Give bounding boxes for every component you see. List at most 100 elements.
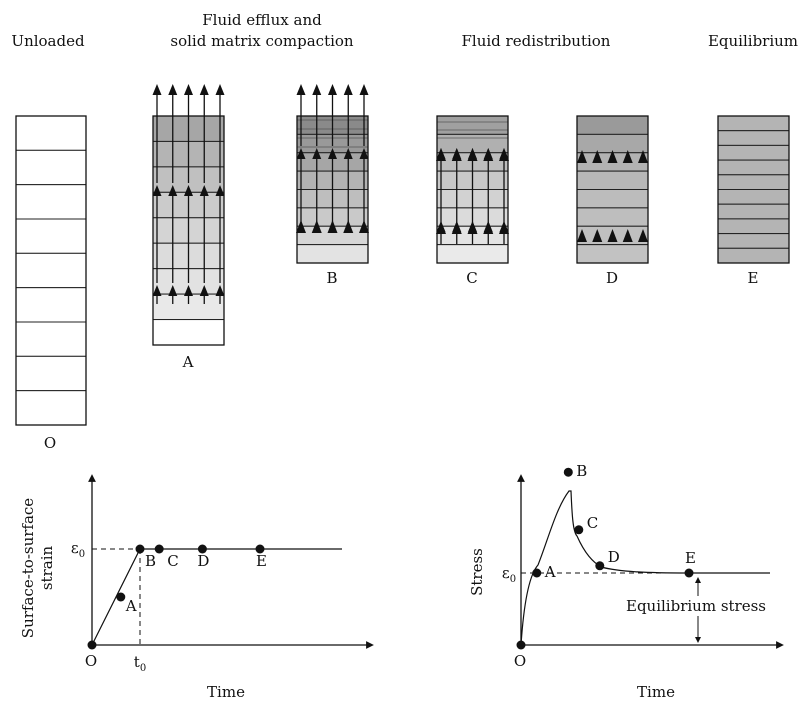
- flow-arrow-head: [199, 185, 209, 196]
- sample-outline: [576, 115, 649, 264]
- flow-arrow-head: [622, 150, 633, 163]
- strain-t0-label: t0: [134, 653, 146, 674]
- flow-arrow-head: [215, 84, 225, 95]
- strain-origin-point: [87, 640, 97, 650]
- header-efflux-line1: Fluid efflux and: [202, 11, 322, 29]
- stress-x-label: Time: [637, 683, 675, 701]
- stress-point-label-a: A: [544, 563, 556, 581]
- flow-arrow-head: [638, 229, 648, 242]
- equilibrium-stress-label: Equilibrium stress: [626, 597, 766, 615]
- header-equilibrium: Equilibrium: [708, 32, 798, 50]
- flow-arrow-head: [607, 150, 618, 163]
- header-efflux-line2: solid matrix compaction: [170, 32, 354, 50]
- stress-point-e: [684, 568, 694, 578]
- strain-point-label-d: D: [197, 552, 209, 570]
- strain-point-b: [135, 544, 145, 554]
- strain-x-label: Time: [207, 683, 245, 701]
- layer: [717, 144, 790, 161]
- layer: [576, 189, 649, 209]
- sample-D: [576, 115, 649, 264]
- flow-arrow-head: [467, 221, 478, 234]
- flow-arrow-head: [499, 221, 509, 234]
- flow-arrow-head: [638, 150, 648, 163]
- stress-point-label-d: D: [608, 548, 620, 566]
- stress-point-b: [563, 467, 573, 477]
- flow-arrow-head: [296, 148, 306, 159]
- flow-arrow-head: [328, 84, 337, 95]
- flow-arrow-head: [184, 84, 193, 95]
- flow-arrow-head: [296, 84, 306, 95]
- flow-arrow-head: [359, 220, 369, 233]
- sample-O: [15, 115, 87, 426]
- layer: [15, 390, 87, 426]
- sample-label-D: D: [606, 269, 618, 287]
- flow-arrow-head: [311, 220, 322, 233]
- layer: [576, 244, 649, 264]
- flow-arrow-head: [592, 150, 603, 163]
- strain-y-label-line1: Surface-to-surface: [19, 498, 37, 638]
- strain-point-c: [154, 544, 164, 554]
- strain-point-label-b: B: [145, 552, 156, 570]
- stress-point-a: [532, 568, 542, 578]
- sample-outline: [436, 115, 509, 264]
- layer: [15, 115, 87, 151]
- strain-point-label-c: C: [167, 552, 178, 570]
- strain-eps0-label: ε0: [71, 539, 85, 560]
- flow-arrow-head: [199, 84, 209, 95]
- layer: [717, 130, 790, 146]
- flow-arrow-head: [359, 148, 369, 159]
- layer: [152, 319, 225, 346]
- sample-label-E: E: [748, 269, 759, 287]
- layer: [576, 115, 649, 135]
- layer: [15, 252, 87, 289]
- layer: [15, 321, 87, 357]
- layer: [15, 355, 87, 392]
- stress-eps0-label: ε0: [502, 564, 516, 585]
- flow-arrow-head: [168, 84, 178, 95]
- flow-arrow-head: [215, 185, 225, 196]
- fluid-flow-arrows: [152, 84, 648, 304]
- strain-origin-label: O: [85, 652, 97, 670]
- header-unloaded: Unloaded: [11, 32, 85, 50]
- sample-label-O: O: [44, 434, 56, 452]
- flow-arrow-head: [328, 148, 337, 159]
- stress-point-label-e: E: [685, 549, 696, 567]
- layer: [576, 170, 649, 191]
- layer: [436, 244, 509, 264]
- flow-arrow-head: [592, 229, 603, 242]
- strain-point-label-e: E: [256, 552, 267, 570]
- layer: [15, 149, 87, 186]
- flow-arrow-head: [168, 285, 178, 296]
- flow-arrow-head: [467, 148, 478, 161]
- flow-arrow-head: [577, 150, 587, 163]
- sample-outline: [15, 115, 87, 426]
- flow-arrow-head: [451, 221, 462, 234]
- flow-arrow-head: [577, 229, 587, 242]
- flow-arrow-head: [184, 185, 193, 196]
- flow-arrow-head: [312, 84, 322, 95]
- flow-arrow-head: [483, 148, 494, 161]
- layer: [717, 159, 790, 176]
- stress-y-label: Stress: [468, 548, 486, 596]
- stress-point-c: [574, 525, 584, 535]
- layer: [436, 115, 509, 135]
- flow-arrow-head: [168, 185, 178, 196]
- flow-arrow-head: [451, 148, 462, 161]
- stress-origin-point: [516, 640, 526, 650]
- flow-arrow-head: [436, 148, 446, 161]
- layer: [717, 189, 790, 205]
- flow-arrow-head: [296, 220, 306, 233]
- flow-arrow-head: [215, 285, 225, 296]
- layer: [15, 184, 87, 220]
- annotation-backdrop: [618, 596, 774, 616]
- layer: [15, 218, 87, 254]
- layer: [717, 203, 790, 220]
- stress-curve: [520, 490, 770, 646]
- sample-outline: [717, 115, 790, 264]
- strain-point-label-a: A: [125, 597, 137, 615]
- sample-C: [436, 115, 509, 264]
- flow-arrow-head: [152, 185, 162, 196]
- layer: [576, 207, 649, 227]
